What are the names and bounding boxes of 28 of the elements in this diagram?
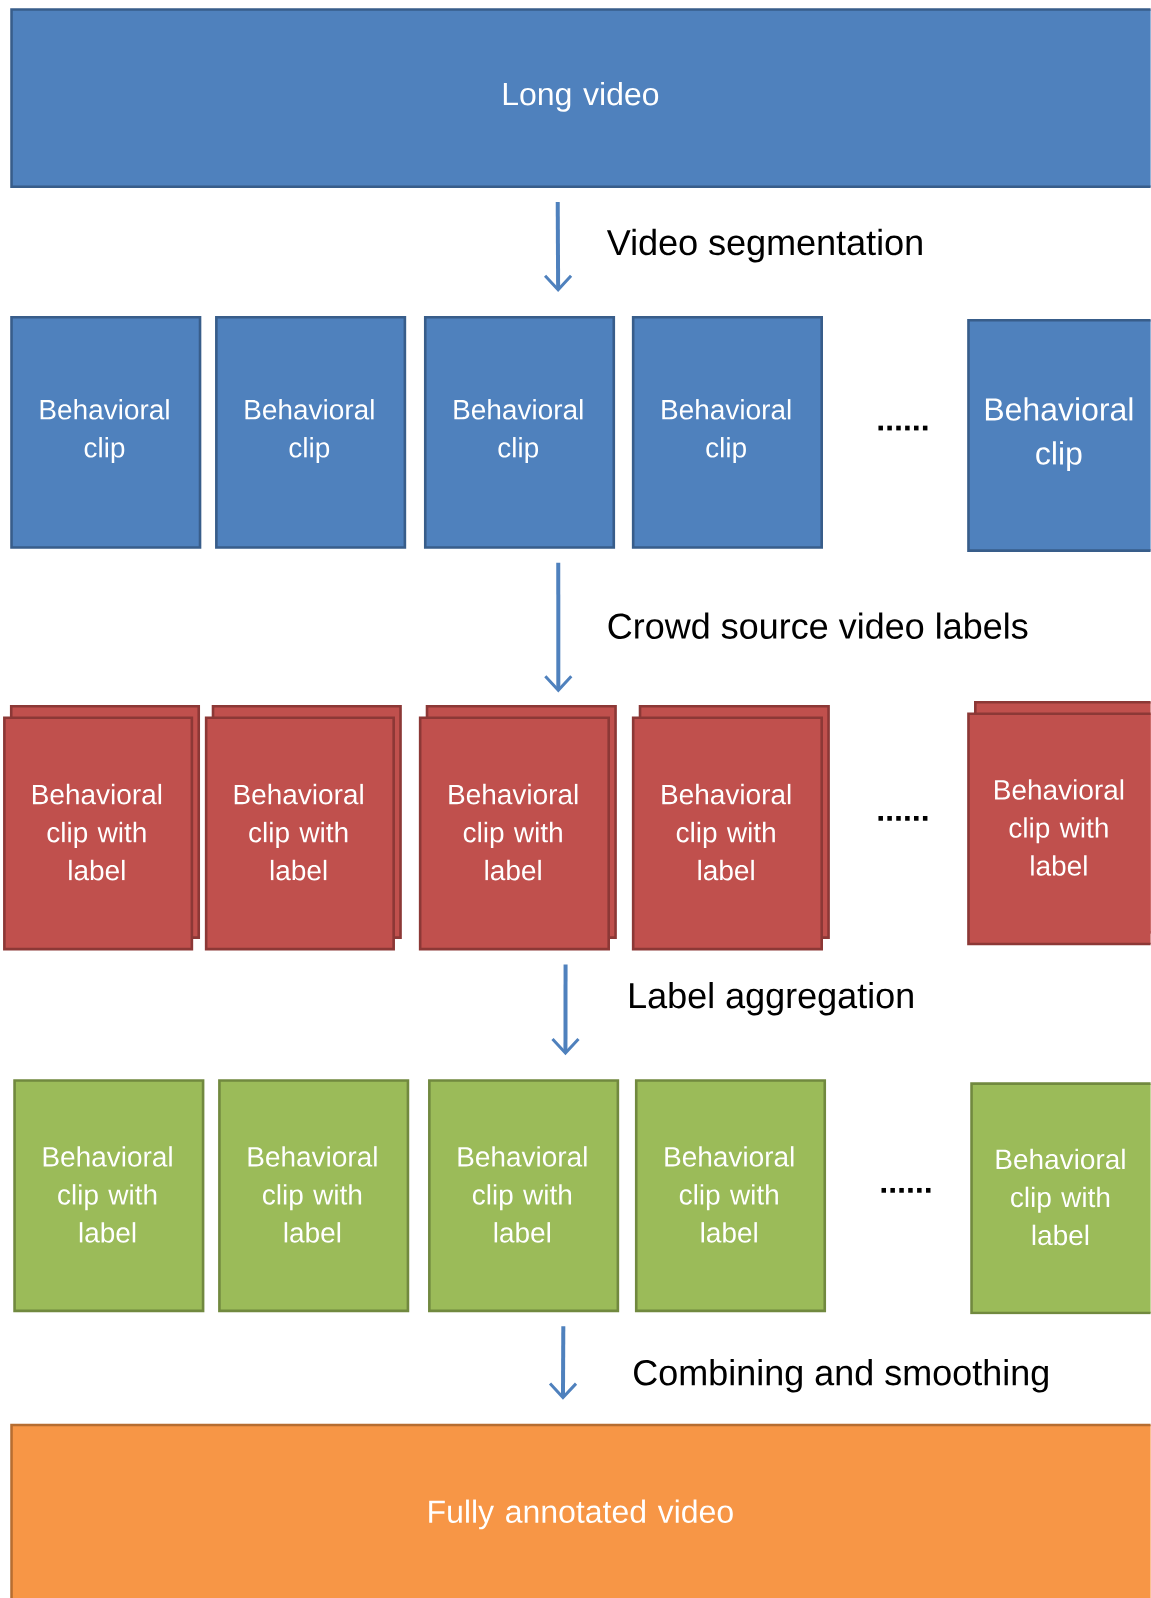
arrow: [544, 202, 573, 292]
edge-label: Combining and smoothing: [634, 1359, 1049, 1393]
video-box: Long video: [10, 8, 1151, 189]
clip-box: Behavioral clip with label: [428, 1079, 620, 1313]
ellipsis: ......: [878, 425, 928, 431]
stacked-clip-box: Behavioral clip with label: [419, 704, 618, 951]
edge-label: Crowd source video labels: [608, 612, 1028, 639]
ellipsis: ......: [881, 1187, 931, 1193]
clip-box: Behavioral clip: [215, 315, 407, 549]
clip-box: Behavioral clip with label: [218, 1079, 410, 1313]
stacked-clip-box: Behavioral clip with label: [205, 704, 403, 951]
arrow: [551, 964, 580, 1056]
video-box: Fully annotated video: [10, 1423, 1151, 1598]
clip-box: Behavioral clip: [632, 315, 824, 549]
arrow: [549, 1326, 578, 1400]
clip-box: Behavioral clip: [967, 319, 1151, 552]
clip-box: Behavioral clip with label: [13, 1079, 205, 1313]
stacked-clip-box: Behavioral clip with label: [3, 704, 201, 951]
ellipsis: ......: [878, 816, 928, 821]
stacked-clip-box: Behavioral clip with label: [632, 704, 831, 951]
clip-box: Behavioral clip: [10, 315, 202, 549]
edge-label: Label aggregation: [630, 982, 914, 1016]
clip-box: Behavioral clip: [424, 315, 616, 549]
stacked-clip-box: Behavioral clip with label: [967, 700, 1151, 946]
clip-box: Behavioral clip with label: [970, 1082, 1151, 1315]
clip-box: Behavioral clip with label: [635, 1079, 827, 1313]
arrow: [544, 562, 573, 693]
edge-label: Video segmentation: [607, 228, 922, 263]
